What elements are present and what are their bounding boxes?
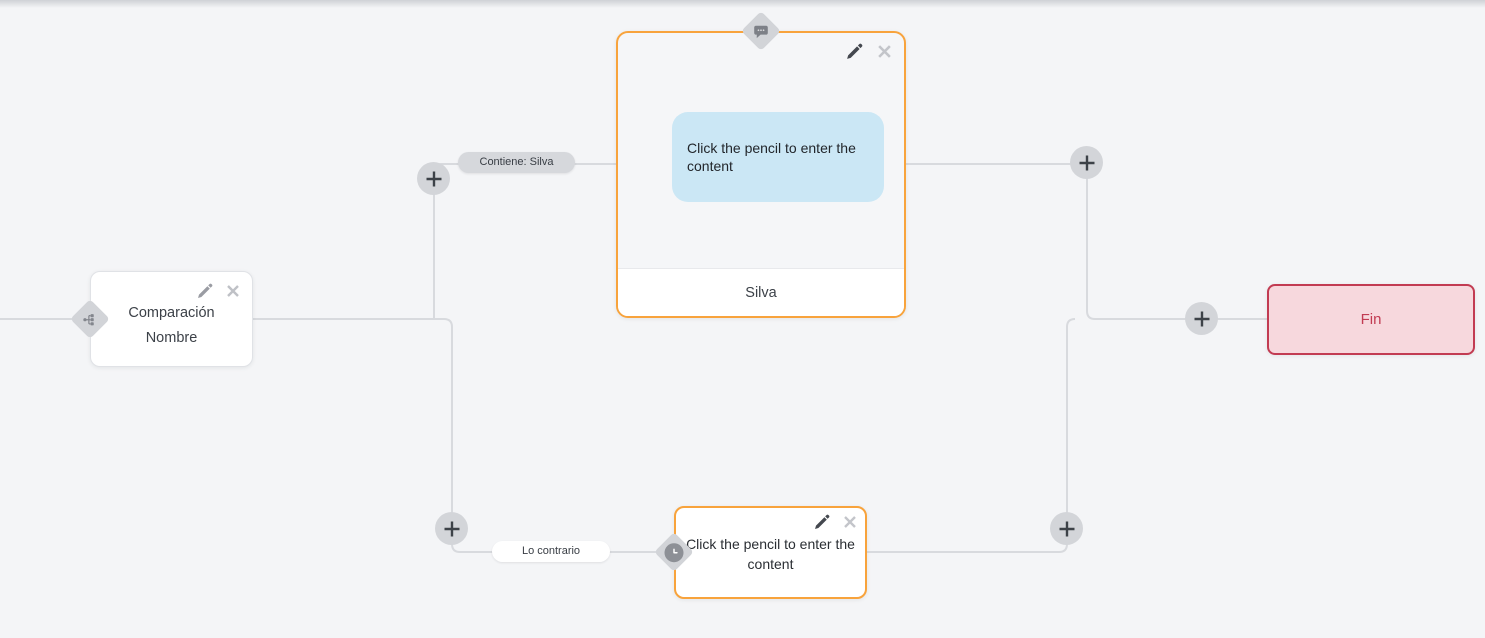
message-input-port[interactable]	[741, 11, 781, 51]
close-icon	[877, 44, 892, 62]
plus-icon	[425, 170, 443, 188]
action-node[interactable]: Click the pencil to enter the content	[674, 506, 867, 599]
condition-title-line-2: Nombre	[145, 329, 198, 346]
branch-label-top[interactable]: Contiene: Silva	[458, 152, 575, 173]
message-bubble-text: Click the pencil to enter the content	[687, 139, 856, 174]
delete-message-button[interactable]	[877, 44, 892, 62]
wire-branch-top	[433, 163, 617, 319]
branch-label-bottom[interactable]: Lo contrario	[492, 541, 610, 562]
delete-action-button[interactable]	[843, 515, 857, 532]
action-node-text: Click the pencil to enter the content	[686, 536, 855, 572]
clock-icon	[664, 542, 684, 562]
plus-icon	[443, 520, 461, 538]
end-node-label: Fin	[1360, 311, 1382, 328]
pencil-icon	[814, 514, 830, 533]
plus-icon	[1193, 310, 1211, 328]
add-button-before-end[interactable]	[1185, 302, 1218, 335]
plus-icon	[1078, 154, 1096, 172]
condition-node[interactable]: Comparación Nombre	[90, 271, 253, 367]
add-button-after-action[interactable]	[1050, 512, 1083, 545]
condition-node-title: Comparación Nombre	[91, 272, 252, 366]
condition-input-port[interactable]	[70, 299, 110, 339]
chat-bubble-icon	[753, 23, 770, 40]
action-node-actions	[814, 514, 857, 533]
message-node-actions	[846, 43, 892, 63]
wire-message-to-end	[905, 163, 1268, 320]
end-node[interactable]: Fin	[1267, 284, 1475, 355]
plus-icon	[1058, 520, 1076, 538]
condition-node-actions	[197, 283, 240, 302]
add-button-after-message[interactable]	[1070, 146, 1103, 179]
message-bubble: Click the pencil to enter the content	[672, 112, 884, 202]
wire-branch-bottom	[253, 318, 660, 553]
edit-message-button[interactable]	[846, 43, 863, 63]
message-node[interactable]: Click the pencil to enter the content Si…	[616, 31, 906, 318]
sitemap-icon	[83, 312, 98, 327]
edit-action-button[interactable]	[814, 514, 830, 533]
action-input-port[interactable]	[654, 532, 694, 572]
close-icon	[843, 515, 857, 532]
delete-condition-button[interactable]	[226, 284, 240, 301]
add-button-branch-top[interactable]	[417, 162, 450, 195]
pencil-icon	[197, 283, 213, 302]
close-icon	[226, 284, 240, 301]
condition-title-line-1: Comparación	[128, 304, 215, 321]
message-node-name: Silva	[618, 268, 904, 316]
wire-action-to-end	[866, 318, 1076, 553]
pencil-icon	[846, 43, 863, 63]
add-button-branch-bottom[interactable]	[435, 512, 468, 545]
edit-condition-button[interactable]	[197, 283, 213, 302]
